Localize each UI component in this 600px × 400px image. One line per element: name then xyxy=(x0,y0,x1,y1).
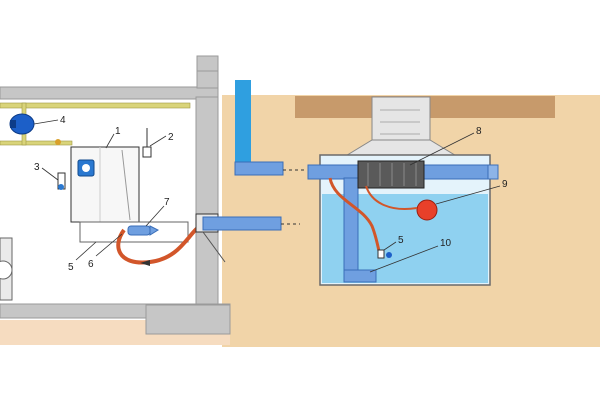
callout-10: 10 xyxy=(440,238,452,249)
tank-sensor-dot xyxy=(386,252,392,258)
leader-5a xyxy=(75,241,97,261)
washing-machine-door xyxy=(0,260,13,280)
pump-motor xyxy=(10,120,16,128)
downpipe-elbow xyxy=(234,161,284,176)
callout-8: 8 xyxy=(476,126,482,137)
leader-5b xyxy=(383,241,397,251)
house-wall xyxy=(195,96,219,306)
leader-7 xyxy=(145,205,165,227)
callout-7: 7 xyxy=(164,197,170,208)
sensor-3-bulb xyxy=(58,184,64,190)
tank-vertical-pipe xyxy=(343,177,359,279)
tank-sensor xyxy=(377,249,385,259)
leader-9 xyxy=(435,185,501,205)
supply-pipe-lower xyxy=(0,140,73,146)
callout-2: 2 xyxy=(168,132,174,143)
leader-1 xyxy=(105,133,115,149)
tank-pipe-elbow xyxy=(343,269,377,283)
leader-6 xyxy=(95,233,123,257)
chimney-stub xyxy=(196,55,219,89)
callout-5-left: 5 xyxy=(68,262,74,273)
sensor-2 xyxy=(142,146,152,158)
valve-icon xyxy=(55,139,61,145)
hose-nozzle xyxy=(127,225,151,236)
callout-1: 1 xyxy=(115,126,121,137)
float-cable xyxy=(365,185,418,210)
tank-hose xyxy=(328,177,382,257)
leader-2 xyxy=(149,135,167,147)
callout-4: 4 xyxy=(60,115,66,126)
house-ceiling xyxy=(0,86,219,100)
filter-block xyxy=(357,160,425,189)
wall-crack xyxy=(202,231,226,263)
tank-inlet-cap xyxy=(487,164,499,180)
leader-4 xyxy=(33,119,59,125)
nozzle-tip xyxy=(149,225,160,236)
float-switch xyxy=(416,199,438,221)
callout-5-right: 5 xyxy=(398,235,404,246)
outlet-pipe xyxy=(202,216,282,231)
cabinet-dial xyxy=(82,164,90,172)
leader-10 xyxy=(369,245,439,273)
callout-3: 3 xyxy=(34,162,40,173)
flow-arrow-icon xyxy=(140,260,150,266)
callout-9: 9 xyxy=(502,179,508,190)
supply-pipe xyxy=(0,102,191,109)
leader-3 xyxy=(41,167,59,181)
callout-6: 6 xyxy=(88,259,94,270)
wall-footing xyxy=(145,304,231,335)
leader-8 xyxy=(409,132,475,166)
cabinet-line xyxy=(121,149,131,221)
vertical-downpipe xyxy=(235,80,251,172)
